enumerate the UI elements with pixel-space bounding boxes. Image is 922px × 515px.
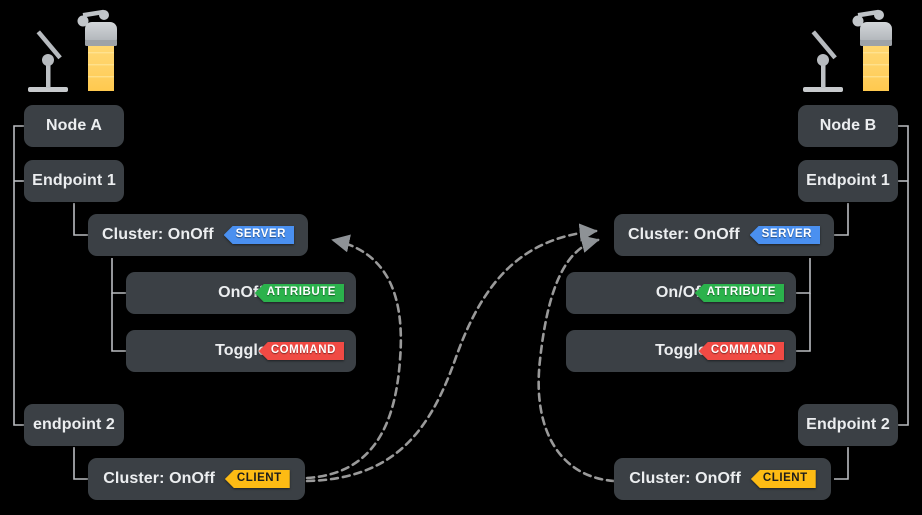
desk-lamp-icon-left <box>28 9 117 92</box>
left-attribute-onoff-box[interactable]: OnOff ATTRIBUTE <box>126 272 356 314</box>
right-command-toggle-box[interactable]: Toggle COMMAND <box>566 330 796 372</box>
right-server-badge-wrap: SERVER <box>749 226 821 244</box>
left-command-label: Toggle <box>215 342 267 359</box>
server-badge: SERVER <box>223 226 295 244</box>
left-cluster-onoff-server-box[interactable]: Cluster: OnOff SERVER <box>88 214 308 256</box>
attribute-badge: ATTRIBUTE <box>694 284 784 302</box>
client-badge: CLIENT <box>224 470 290 488</box>
command-badge: COMMAND <box>698 342 784 360</box>
right-client-badge-wrap: CLIENT <box>750 470 816 488</box>
node-a-label: Node A <box>45 117 102 134</box>
right-attribute-badge-wrap: ATTRIBUTE <box>694 284 784 302</box>
desk-lamp-icon-right <box>803 9 892 92</box>
node-b-box[interactable]: Node B <box>798 105 898 147</box>
right-attribute-label: On/Off <box>655 284 707 301</box>
right-cluster-onoff-client-box[interactable]: Cluster: OnOff CLIENT <box>614 458 831 500</box>
right-endpoint-1-box[interactable]: Endpoint 1 <box>798 160 898 202</box>
left-endpoint-2-label: endpoint 2 <box>33 416 115 433</box>
left-client-badge-wrap: CLIENT <box>224 470 290 488</box>
left-command-badge-wrap: COMMAND <box>258 342 344 360</box>
right-endpoint-1-label: Endpoint 1 <box>806 172 890 189</box>
left-server-badge-wrap: SERVER <box>223 226 295 244</box>
right-cluster-server-label: Cluster: OnOff <box>628 226 740 243</box>
left-attribute-label: OnOff <box>218 284 264 301</box>
left-endpoint-1-box[interactable]: Endpoint 1 <box>24 160 124 202</box>
left-cluster-server-label: Cluster: OnOff <box>102 226 214 243</box>
right-cluster-onoff-server-box[interactable]: Cluster: OnOff SERVER <box>614 214 834 256</box>
left-endpoint-1-label: Endpoint 1 <box>32 172 116 189</box>
right-endpoint-2-label: Endpoint 2 <box>806 416 890 433</box>
left-command-toggle-box[interactable]: Toggle COMMAND <box>126 330 356 372</box>
left-attribute-badge-wrap: ATTRIBUTE <box>254 284 344 302</box>
left-cluster-client-label: Cluster: OnOff <box>103 470 215 487</box>
attribute-badge: ATTRIBUTE <box>254 284 344 302</box>
server-badge: SERVER <box>749 226 821 244</box>
right-command-label: Toggle <box>655 342 707 359</box>
right-attribute-onoff-box[interactable]: On/Off ATTRIBUTE <box>566 272 796 314</box>
client-badge: CLIENT <box>750 470 816 488</box>
node-b-label: Node B <box>819 117 877 134</box>
node-a-box[interactable]: Node A <box>24 105 124 147</box>
left-cluster-onoff-client-box[interactable]: Cluster: OnOff CLIENT <box>88 458 305 500</box>
left-endpoint-2-box[interactable]: endpoint 2 <box>24 404 124 446</box>
right-cluster-client-label: Cluster: OnOff <box>629 470 741 487</box>
right-command-badge-wrap: COMMAND <box>698 342 784 360</box>
command-badge: COMMAND <box>258 342 344 360</box>
right-endpoint-2-box[interactable]: Endpoint 2 <box>798 404 898 446</box>
